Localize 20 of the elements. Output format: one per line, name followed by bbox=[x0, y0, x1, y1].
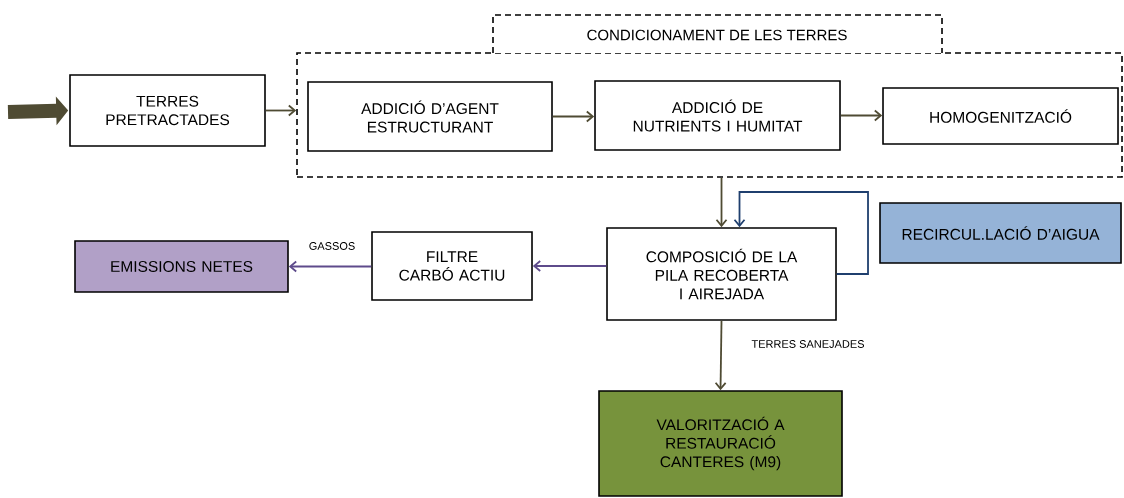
arrow bbox=[839, 109, 883, 122]
process-box: RECIRCUL.LACIÓ D’AIGUA bbox=[879, 202, 1122, 264]
arrow bbox=[714, 319, 727, 391]
arrow bbox=[264, 104, 297, 117]
node-label: CONDICIONAMENT DE LES TERRES bbox=[587, 29, 847, 41]
process-box: VALORITZACIÓ A RESTAURACIÓ CANTERES (M9) bbox=[598, 390, 843, 497]
arrow bbox=[733, 191, 869, 275]
process-box: COMPOSICIÓ DE LA PILA RECOBERTA I AIREJADA bbox=[606, 227, 837, 321]
process-box: ADDICIÓ D’AGENT ESTRUCTURANT bbox=[307, 81, 553, 152]
process-box: TERRES PRETRACTADES bbox=[69, 74, 266, 147]
arrow bbox=[551, 110, 595, 123]
edge-label: GASSOS bbox=[307, 241, 357, 251]
arrow bbox=[288, 260, 373, 273]
process-box: ADDICIÓ DE NUTRIENTS I HUMITAT bbox=[594, 80, 841, 151]
process-box: EMISSIONS NETES bbox=[74, 240, 289, 293]
arrow bbox=[715, 176, 728, 228]
process-box: HOMOGENITZACIÓ bbox=[882, 87, 1119, 145]
process-box: FILTRE CARBÓ ACTIU bbox=[371, 231, 533, 301]
edge-label: TERRES SANEJADES bbox=[750, 339, 866, 349]
arrow bbox=[532, 260, 608, 272]
